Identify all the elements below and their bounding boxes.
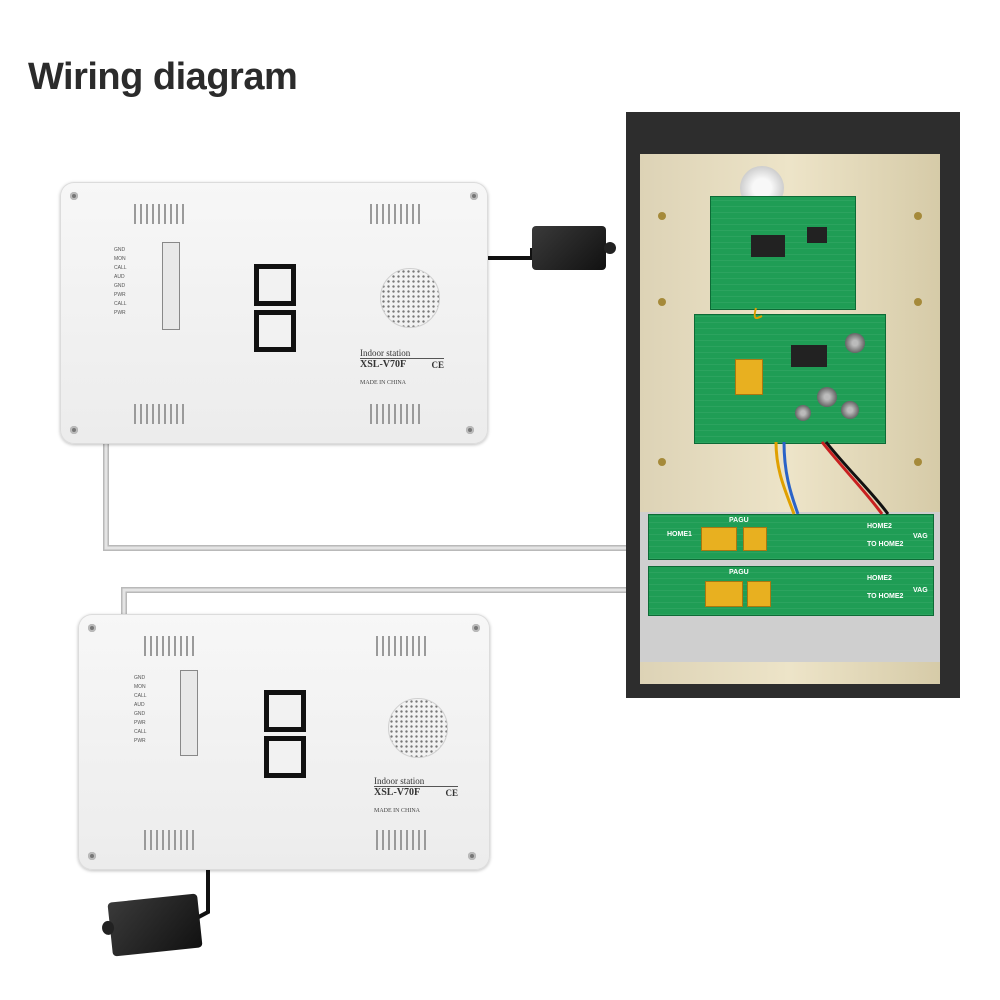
vent-grille [144, 830, 196, 850]
board-home2: HOME2 [867, 575, 892, 582]
mount-stud [658, 212, 666, 220]
relay [705, 581, 743, 607]
capacitor [845, 333, 865, 353]
vent-grille [370, 204, 422, 224]
terminal-labels: GND MON CALL AUD GND PWR CALL PWR [114, 247, 127, 316]
vent-grille [134, 404, 186, 424]
relay [701, 527, 737, 551]
distribution-pcb-1: PAGU HOME1 HOME2 TO HOME2 VAG [648, 514, 934, 560]
power-adapter-1 [532, 226, 616, 270]
terminal-block [180, 670, 198, 756]
distribution-pcb-2: PAGU HOME2 TO HOME2 VAG [648, 566, 934, 616]
board-to-home: TO HOME2 [867, 593, 904, 600]
board-to-home: TO HOME2 [867, 541, 904, 548]
capacitor [817, 387, 837, 407]
board-brand: PAGU [729, 517, 749, 524]
mounting-bracket [264, 736, 306, 778]
capacitor [795, 405, 811, 421]
plug-prong-icon [604, 242, 616, 254]
board-side: VAG [913, 587, 928, 594]
mount-stud [914, 458, 922, 466]
screw-icon [468, 852, 476, 860]
board-side: VAG [913, 533, 928, 540]
relay [747, 581, 771, 607]
board-home2: HOME2 [867, 523, 892, 530]
camera-pcb [710, 196, 856, 310]
vent-grille [376, 830, 428, 850]
chip [807, 227, 827, 243]
relay [735, 359, 763, 395]
chip [751, 235, 785, 257]
chip [791, 345, 827, 367]
screw-icon [88, 852, 96, 860]
plug-prong-icon [101, 920, 115, 936]
vent-grille [144, 636, 196, 656]
indoor-monitor-2: GND MON CALL AUD GND PWR CALL PWR Indoor… [78, 614, 490, 870]
mount-stud [658, 458, 666, 466]
screw-icon [466, 426, 474, 434]
capacitor [841, 401, 859, 419]
diagram-title: Wiring diagram [28, 56, 298, 98]
indoor-monitor-1: GND MON CALL AUD GND PWR CALL PWR Indoor… [60, 182, 488, 444]
terminal-labels: GND MON CALL AUD GND PWR CALL PWR [134, 675, 147, 744]
product-label: Indoor station XSL-V70F MADE IN CHINA CE [374, 776, 458, 814]
screw-icon [472, 624, 480, 632]
board-brand: PAGU [729, 569, 749, 576]
vent-grille [376, 636, 428, 656]
mount-stud [914, 298, 922, 306]
speaker-grille [388, 698, 448, 758]
mount-stud [914, 212, 922, 220]
screw-icon [88, 624, 96, 632]
mounting-bracket [254, 310, 296, 352]
vent-grille [370, 404, 422, 424]
power-adapter-2 [101, 893, 203, 957]
product-label: Indoor station XSL-V70F MADE IN CHINA CE [360, 348, 444, 386]
terminal-block [162, 242, 180, 330]
internal-wires [753, 307, 890, 515]
outdoor-unit-housing: PAGU HOME1 HOME2 TO HOME2 VAG PAGU HOME2… [626, 112, 960, 698]
mounting-bracket [254, 264, 296, 306]
vent-grille [134, 204, 186, 224]
mounting-bracket [264, 690, 306, 732]
relay [743, 527, 767, 551]
speaker-grille [380, 268, 440, 328]
screw-icon [70, 426, 78, 434]
screw-icon [470, 192, 478, 200]
mount-stud [658, 298, 666, 306]
screw-icon [70, 192, 78, 200]
main-pcb [694, 314, 886, 444]
board-home1: HOME1 [667, 531, 692, 538]
